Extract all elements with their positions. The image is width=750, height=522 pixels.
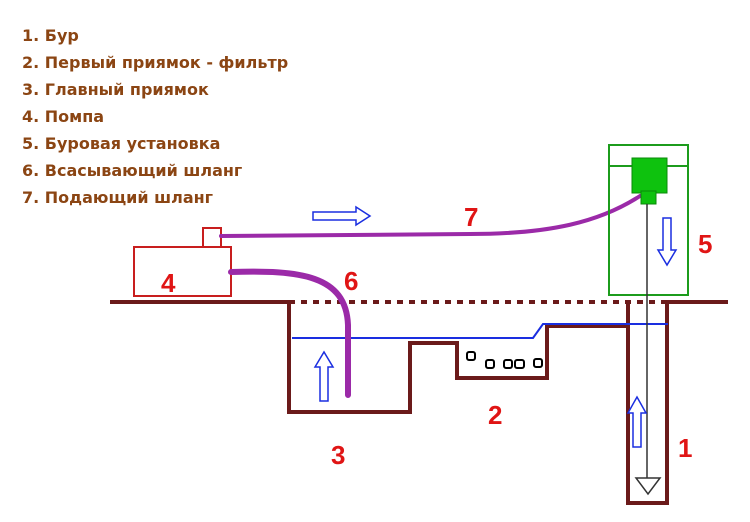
legend-item-suction-hose: 6. Всасывающий шланг xyxy=(22,161,243,180)
label-supply-hose: 7 xyxy=(464,202,478,232)
arrow-right-supply xyxy=(312,205,372,227)
pits-outline xyxy=(287,302,628,414)
arrow-up-shaft xyxy=(626,395,648,448)
label-suction-hose: 6 xyxy=(344,266,358,296)
label-drill: 1 xyxy=(678,433,692,463)
filter-stones xyxy=(466,351,543,369)
legend-item-filter-pit: 2. Первый приямок - фильтр xyxy=(22,53,289,72)
drilling-rig xyxy=(608,144,689,496)
legend-item-rig: 5. Буровая установка xyxy=(22,134,221,153)
label-filter-pit: 2 xyxy=(488,400,502,430)
arrow-down-rig xyxy=(656,217,678,267)
legend-item-drill: 1. Бур xyxy=(22,26,79,45)
legend-item-supply-hose: 7. Подающий шланг xyxy=(22,188,214,207)
water-line xyxy=(292,323,668,339)
drill-shaft xyxy=(626,302,669,505)
legend-item-pump: 4. Помпа xyxy=(22,107,105,126)
label-rig: 5 xyxy=(698,229,712,259)
label-main-pit: 3 xyxy=(331,440,345,470)
flow-arrows xyxy=(312,205,678,448)
supply-hose xyxy=(219,194,642,238)
suction-hose xyxy=(228,268,351,398)
drill-bit xyxy=(634,477,662,496)
arrow-up-main-pit xyxy=(313,350,335,402)
pump xyxy=(133,227,232,297)
legend-item-main-pit: 3. Главный приямок xyxy=(22,80,209,99)
label-pump: 4 xyxy=(161,268,176,298)
rig-motor xyxy=(631,157,668,194)
legend: 1. Бур 2. Первый приямок - фильтр 3. Гла… xyxy=(22,22,288,211)
